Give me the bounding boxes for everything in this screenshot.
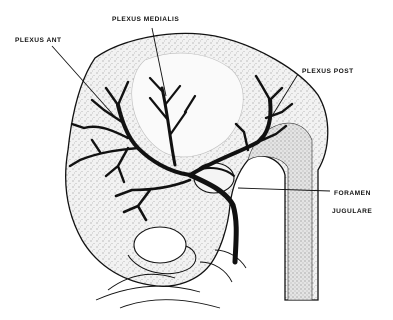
label-foramen: FORAMEN [334,190,371,197]
label-jugulare: JUGULARE [332,208,372,215]
label-plexus-ant: PLEXUS ANT [15,37,62,44]
label-plexus-post: PLEXUS POST [302,68,354,75]
eye-outline [134,227,186,263]
label-plexus-medialis: PLEXUS MEDIALIS [112,16,179,23]
spinal-cord [248,123,312,300]
